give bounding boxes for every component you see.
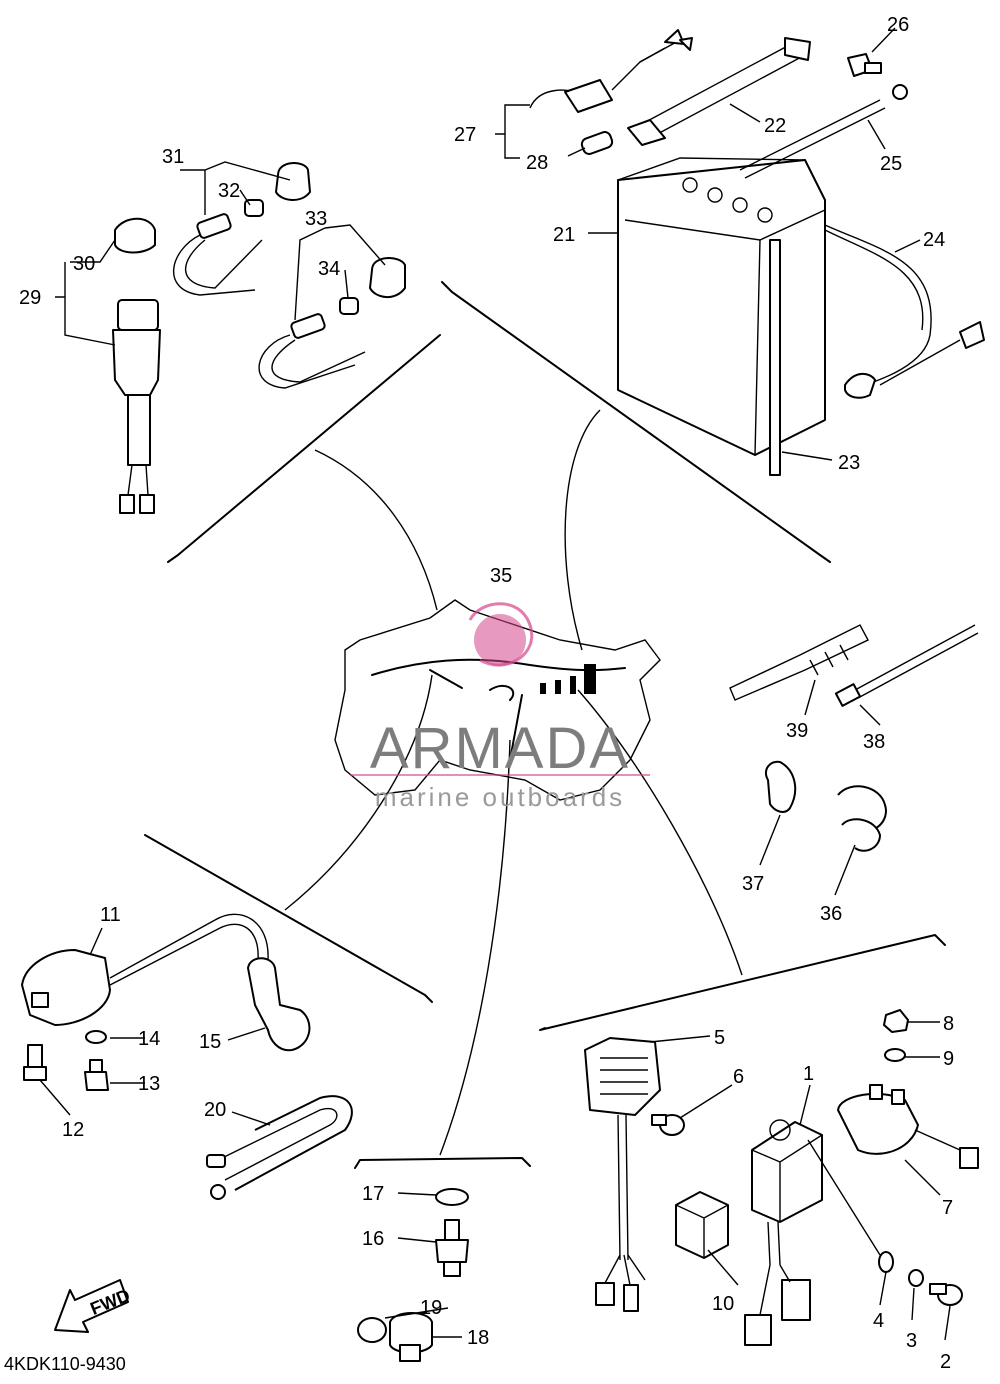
- leader-lines-right: [759, 679, 881, 896]
- callout-3: 3: [906, 1330, 917, 1352]
- callout-10: 10: [712, 1293, 734, 1315]
- bolt-13: [84, 1059, 109, 1091]
- leader-lines-left-bottom: [39, 927, 271, 1126]
- callout-21: 21: [553, 224, 575, 246]
- rectifier-5: [584, 1037, 661, 1312]
- bolt-12: [23, 1044, 47, 1081]
- callout-11: 11: [100, 904, 121, 926]
- band-39: [729, 624, 869, 701]
- washer-4: [878, 1251, 894, 1273]
- callout-5: 5: [714, 1027, 725, 1049]
- callout-12: 12: [62, 1119, 84, 1141]
- callout-17: 17: [362, 1183, 384, 1205]
- diagram-code: 4KDK110-9430: [4, 1354, 126, 1374]
- washer-9: [884, 1048, 906, 1062]
- nut-8: [883, 1009, 909, 1033]
- cable-tie-38: [834, 624, 979, 707]
- callout-39: 39: [786, 720, 808, 742]
- switch-key-cap: [114, 217, 156, 254]
- cap-boot-33: [369, 257, 406, 298]
- cdi-unit-1: [744, 1119, 823, 1346]
- clamp-36: [837, 785, 887, 852]
- callout-14: 14: [138, 1028, 160, 1050]
- leader-lines-top-right: [495, 27, 921, 461]
- group-dividers: [144, 281, 946, 1169]
- plug-cap-15: [247, 957, 311, 1052]
- breather-hose-27: [529, 29, 693, 113]
- callout-31: 31: [162, 146, 184, 168]
- callout-7: 7: [942, 1197, 953, 1219]
- battery: [617, 157, 826, 476]
- callout-27: 27: [454, 124, 476, 146]
- washer-17: [435, 1188, 469, 1206]
- callout-26: 26: [887, 14, 909, 36]
- callout-30: 30: [73, 253, 95, 275]
- watermark-tagline: marine outboards: [375, 782, 625, 812]
- callout-22: 22: [764, 115, 786, 137]
- bolt-2: [929, 1283, 963, 1306]
- leader-lines-bottom-right: [649, 1021, 951, 1341]
- bolt-26: [847, 53, 882, 77]
- callout-6: 6: [733, 1066, 744, 1088]
- callout-25: 25: [880, 153, 902, 175]
- cap-34: [339, 297, 359, 315]
- leader-lines-top-left: [55, 161, 386, 346]
- watermark-logo-icon: [474, 614, 526, 666]
- sensor-31: [172, 213, 263, 296]
- callout-labels: 1 2 3 4 5 6 7 8 9 10 11 12 13 14 15 16 1…: [19, 14, 954, 1373]
- main-switch-assembly: [112, 299, 161, 514]
- callout-33: 33: [305, 208, 327, 230]
- callout-29: 29: [19, 287, 41, 309]
- callout-32: 32: [218, 180, 240, 202]
- callout-28: 28: [526, 152, 548, 174]
- callout-8: 8: [943, 1013, 954, 1035]
- battery-band-22: [627, 37, 811, 146]
- cap-boot-31: [275, 162, 311, 201]
- callout-23: 23: [838, 452, 860, 474]
- callout-35: 35: [490, 565, 512, 587]
- cable-25: [739, 84, 908, 179]
- o-ring-19: [357, 1317, 387, 1343]
- callout-1: 1: [803, 1063, 814, 1085]
- watermark-brand: ARMADA: [370, 716, 630, 781]
- neutral-switch-16: [435, 1219, 469, 1277]
- washer-14: [85, 1030, 107, 1044]
- fuse-28: [580, 131, 614, 155]
- callout-18: 18: [467, 1327, 489, 1349]
- callout-15: 15: [199, 1031, 221, 1053]
- leader-lines-bottom-center: [384, 1192, 462, 1338]
- washer-3: [908, 1269, 924, 1287]
- armada-watermark: ARMADA marine outboards: [350, 602, 650, 812]
- callout-2: 2: [940, 1351, 951, 1373]
- battery-cable-24: [824, 224, 985, 399]
- callout-34: 34: [318, 258, 340, 280]
- callout-37: 37: [742, 873, 764, 895]
- callout-24: 24: [923, 229, 945, 251]
- bolt-6: [651, 1114, 685, 1136]
- starter-relay-7: [837, 1084, 979, 1169]
- callout-20: 20: [204, 1099, 226, 1121]
- motorcycle-wiring-harness-outline: [334, 599, 661, 801]
- callout-4: 4: [873, 1310, 884, 1332]
- callout-9: 9: [943, 1048, 954, 1070]
- sensor-33: [258, 313, 366, 389]
- callout-16: 16: [362, 1228, 384, 1250]
- callout-13: 13: [138, 1073, 160, 1095]
- relay-10: [675, 1191, 729, 1259]
- fwd-direction-arrow-icon: FWD: [54, 1279, 133, 1333]
- ground-lead-20: [206, 1095, 353, 1200]
- callout-19: 19: [420, 1297, 442, 1319]
- clamp-37: [764, 760, 797, 813]
- ignition-coil-11: [21, 913, 269, 1026]
- callout-38: 38: [863, 731, 885, 753]
- leader-arrows: [284, 409, 743, 1156]
- switch-18: [389, 1312, 433, 1362]
- callout-36: 36: [820, 903, 842, 925]
